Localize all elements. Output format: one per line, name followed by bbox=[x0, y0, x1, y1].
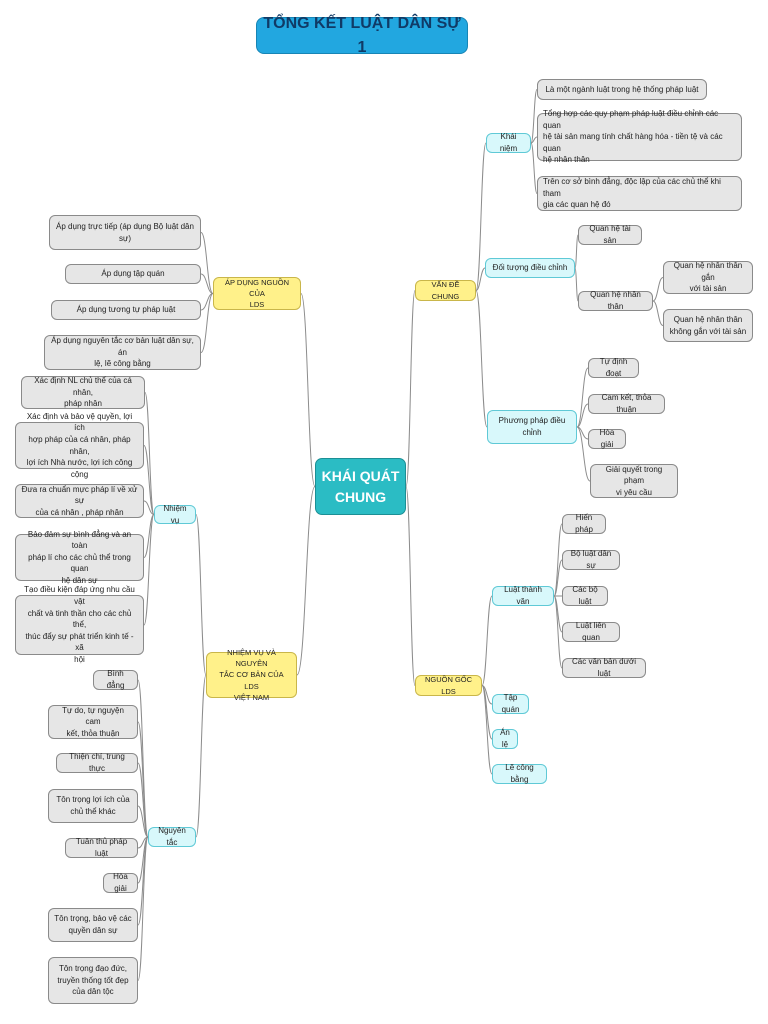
branch-ap-dung-nguon: ÁP DỤNG NGUỒN CỦA LDS bbox=[213, 277, 301, 310]
topic-nguyen-tac: Nguyên tắc bbox=[148, 826, 196, 847]
leaf-hoa-giai: Hòa giải bbox=[588, 428, 626, 449]
connector-line bbox=[652, 277, 664, 302]
connector-line bbox=[405, 486, 416, 686]
leaf-cam-ket-thoa-thuan: Cam kết, thỏa thuận bbox=[588, 393, 665, 414]
leaf-ton-trong-loi-ich: Tôn trọng lợi ích của chủ thể khác bbox=[48, 789, 138, 823]
leaf-khai-niem-2: Tổng hợp các quy phạm pháp luật điều chỉ… bbox=[537, 109, 742, 164]
connector-line bbox=[530, 136, 538, 144]
topic-an-le: Án lệ bbox=[492, 728, 518, 749]
connector-line bbox=[475, 142, 487, 291]
leaf-ap-dung-truc-tiep: Áp dụng trực tiếp (áp dụng Bộ luật dân s… bbox=[49, 215, 201, 250]
connector-line bbox=[143, 514, 155, 626]
connector-line bbox=[481, 685, 493, 775]
connector-line bbox=[574, 234, 579, 269]
connector-line bbox=[296, 486, 316, 676]
connector-line bbox=[137, 679, 149, 838]
leaf-nhiem-vu-5: Tạo điều kiện đáp ứng nhu cầu vật chất v… bbox=[15, 585, 144, 664]
connector-line bbox=[405, 290, 416, 487]
leaf-hien-phap: Hiến pháp bbox=[562, 513, 606, 534]
connector-line bbox=[530, 142, 538, 194]
leaf-ap-dung-tap-quan: Áp dụng tập quán bbox=[65, 264, 201, 284]
leaf-ton-trong-quyen-dan-su: Tôn trọng, bảo vệ các quyền dân sự bbox=[48, 908, 138, 942]
connector-line bbox=[553, 559, 563, 597]
topic-le-cong-bang: Lẽ công bằng bbox=[492, 763, 547, 784]
leaf-van-ban-duoi-luat: Các văn bản dưới luật bbox=[562, 657, 646, 678]
page-title: TỔNG KẾT LUẬT DÂN SỰ 1 bbox=[256, 15, 468, 56]
connector-line bbox=[195, 514, 207, 676]
connector-line bbox=[576, 403, 589, 428]
leaf-nhiem-vu-3: Đưa ra chuẩn mực pháp lí về xử sự của cá… bbox=[15, 484, 144, 518]
branch-van-de-chung: VẤN ĐỀ CHUNG bbox=[415, 280, 476, 301]
leaf-thien-chi-trung-thuc: Thiện chí, trung thực bbox=[56, 752, 138, 773]
connector-line bbox=[137, 836, 149, 981]
connector-line bbox=[553, 595, 563, 669]
leaf-quan-he-nhan-than: Quan hệ nhân thân bbox=[578, 290, 653, 311]
connector-line bbox=[143, 500, 155, 515]
topic-doi-tuong-dieu-chinh: Đối tượng điều chỉnh bbox=[485, 258, 575, 278]
connector-line bbox=[200, 273, 214, 294]
connector-line bbox=[475, 267, 486, 291]
topic-phuong-phap-dieu-chinh: Phương pháp điều chỉnh bbox=[487, 410, 577, 444]
leaf-cac-bo-luat: Các bộ luật bbox=[562, 585, 608, 606]
connector-line bbox=[137, 762, 149, 838]
leaf-tu-dinh-doat: Tự định đoạt bbox=[588, 357, 639, 378]
central-topic: KHÁI QUÁT CHUNG bbox=[315, 458, 406, 515]
leaf-ap-dung-nguyen-tac: Áp dụng nguyên tắc cơ bản luật dân sự, á… bbox=[44, 335, 201, 370]
leaf-nhan-than-khong-gan-tai-san: Quan hệ nhân thân không gắn với tài sản bbox=[663, 309, 753, 342]
leaf-ton-trong-dao-duc: Tôn trọng đạo đức, truyền thống tốt đẹp … bbox=[48, 957, 138, 1004]
leaf-ap-dung-tuong-tu: Áp dụng tương tự pháp luật bbox=[51, 300, 201, 320]
topic-nhiem-vu: Nhiệm vụ bbox=[154, 504, 196, 525]
leaf-khai-niem-1: Là một ngành luật trong hệ thống pháp lu… bbox=[537, 79, 707, 100]
connector-line bbox=[481, 595, 493, 686]
branch-nguon-goc-lds: NGUỒN GỐC LDS bbox=[415, 675, 482, 696]
connector-line bbox=[300, 293, 316, 487]
topic-tap-quan: Tập quán bbox=[492, 693, 529, 714]
connector-line bbox=[652, 300, 664, 326]
leaf-bo-luat-dan-su: Bộ luật dân sự bbox=[562, 549, 620, 570]
connector-line bbox=[530, 89, 538, 144]
leaf-nhiem-vu-2: Xác định và bảo vệ quyền, lợi ích hợp ph… bbox=[15, 412, 144, 479]
connector-line bbox=[137, 805, 149, 838]
leaf-quan-he-tai-san: Quan hệ tài sản bbox=[578, 224, 642, 245]
leaf-giai-quyet-pham-vi: Giải quyết trong phạm vi yêu cầu bbox=[590, 464, 678, 498]
connector-line bbox=[576, 426, 591, 482]
topic-khai-niem: Khái niệm bbox=[486, 132, 531, 153]
connector-line bbox=[475, 290, 488, 428]
leaf-khai-niem-3: Trên cơ sở bình đẳng, độc lập của các ch… bbox=[537, 176, 742, 211]
leaf-tuan-thu-phap-luat: Tuân thủ pháp luật bbox=[65, 837, 138, 858]
leaf-tu-do-tu-nguyen: Tự do, tự nguyện cam kết, thỏa thuận bbox=[48, 705, 138, 739]
leaf-nhiem-vu-1: Xác định NL chủ thể của cá nhân, pháp nh… bbox=[21, 376, 145, 409]
connector-line bbox=[200, 293, 214, 353]
leaf-hoa-giai-nguyen-tac: Hòa giải bbox=[103, 872, 138, 893]
leaf-nhan-than-gan-tai-san: Quan hệ nhân thân gắn với tài sản bbox=[663, 261, 753, 294]
connector-line bbox=[144, 392, 155, 515]
connector-line bbox=[143, 445, 155, 515]
connector-line bbox=[195, 674, 207, 838]
connector-line bbox=[576, 367, 589, 428]
connector-line bbox=[574, 267, 579, 302]
connector-line bbox=[200, 232, 214, 294]
leaf-binh-dang: Bình đẳng bbox=[93, 669, 138, 690]
leaf-luat-lien-quan: Luật liên quan bbox=[562, 621, 620, 642]
topic-luat-thanh-van: Luật thành văn bbox=[492, 585, 554, 606]
branch-nhiem-vu-nguyen-tac: NHIỆM VỤ VÀ NGUYÊN TẮC CƠ BẢN CỦA LDS VI… bbox=[206, 648, 297, 702]
connector-line bbox=[553, 523, 563, 597]
leaf-nhiem-vu-4: Bảo đảm sự bình đẳng và an toàn pháp lí … bbox=[15, 530, 144, 585]
